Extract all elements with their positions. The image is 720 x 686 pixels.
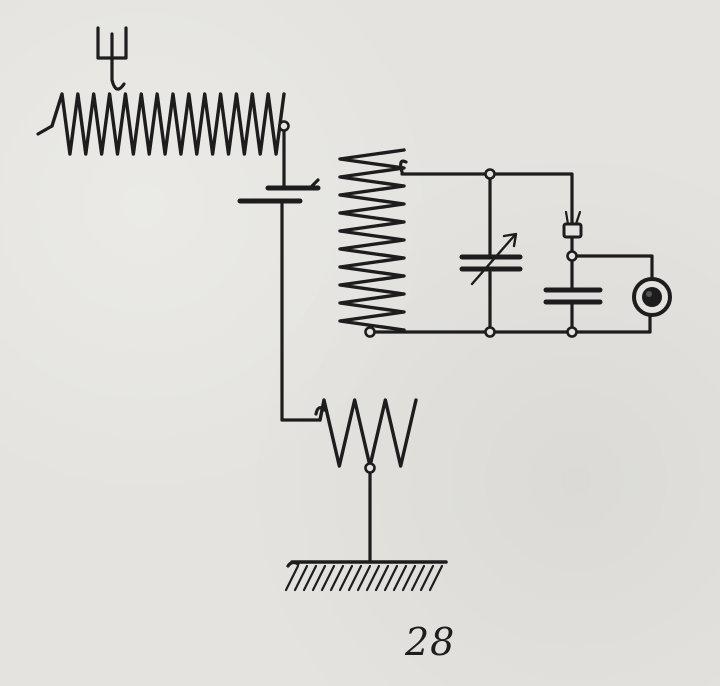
variable-capacitor-icon [459, 232, 523, 286]
crystal-detector-icon [562, 208, 583, 239]
secondary-circuit-wires [368, 172, 654, 334]
bypass-capacitor-icon [543, 287, 603, 305]
ground-hatch-line [284, 564, 300, 592]
ground-lead-wire [280, 201, 322, 422]
ground-coil-icon [314, 398, 418, 468]
ground-hatch-line [338, 564, 354, 592]
figure-number: 28 [405, 620, 456, 664]
earphone-icon [632, 277, 672, 317]
ground-hatch-line [401, 564, 417, 592]
ground-hatch-line [428, 564, 444, 592]
ground-icon [284, 560, 448, 592]
ground-hatch-line [356, 564, 372, 592]
antenna-icon [96, 26, 128, 91]
ground-hatch-line [383, 564, 399, 592]
ground-hatch-line [347, 564, 363, 592]
secondary-coil-icon [338, 148, 408, 332]
fixed-capacitor-icon [237, 178, 321, 204]
ground-hatch-line [293, 564, 309, 592]
ground-hatch-line [320, 564, 336, 592]
ground-hatch-line [374, 564, 390, 592]
ground-hatch-line [311, 564, 327, 592]
ground-hatch-line [365, 564, 381, 592]
junction-dots [278, 120, 578, 474]
ground-hatch-line [329, 564, 345, 592]
ground-hatch-line [392, 564, 408, 592]
ground-hatch-line [419, 564, 435, 592]
ground-hatch-line [410, 564, 426, 592]
ground-hatch-line [302, 564, 318, 592]
primary-coil-icon [36, 92, 286, 156]
